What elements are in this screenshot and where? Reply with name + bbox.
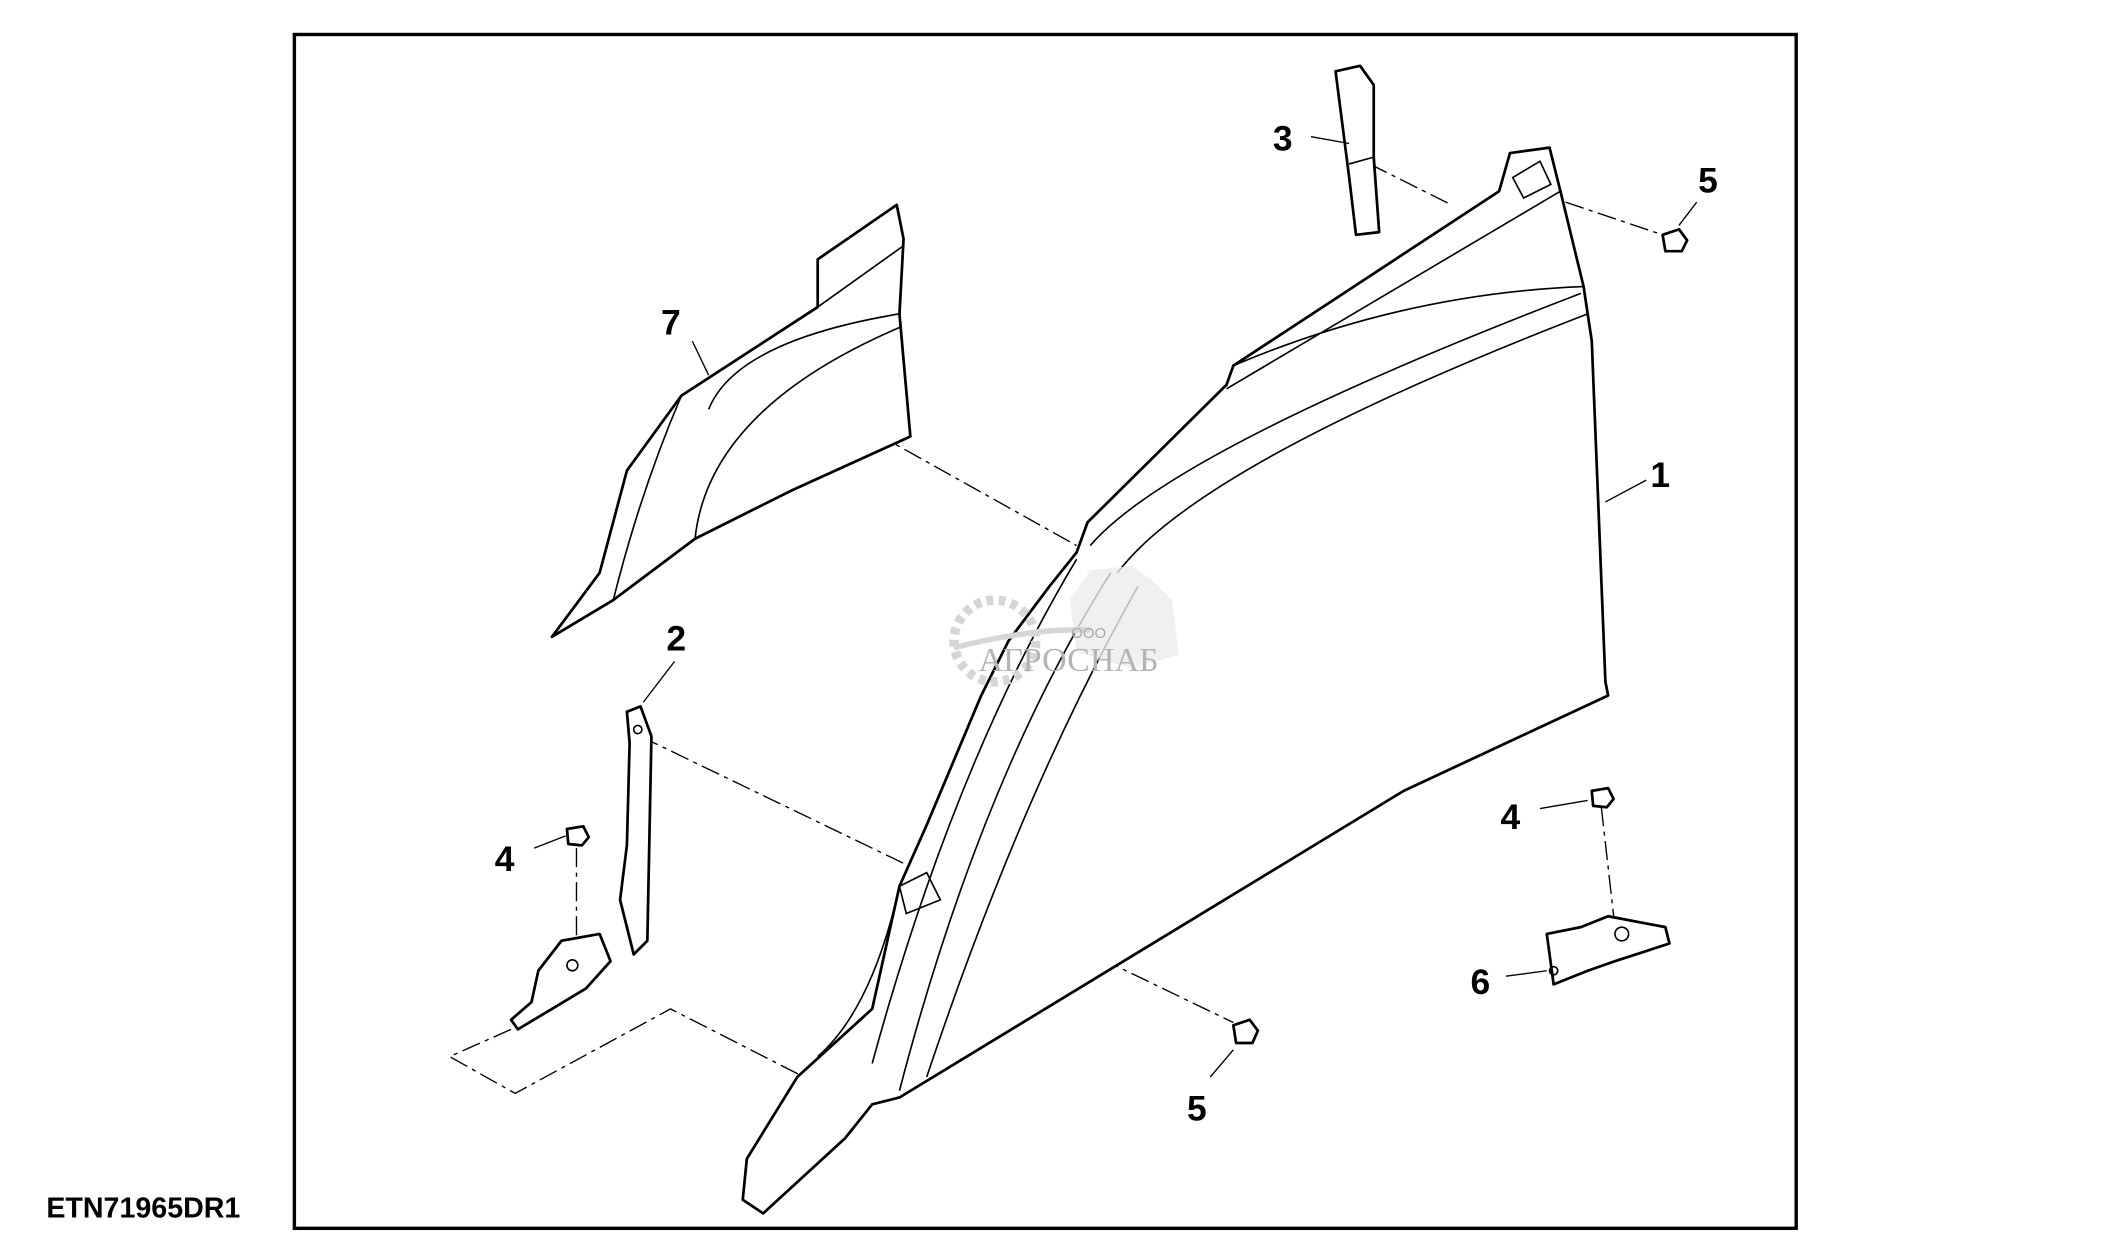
bolt-5-top [1661,228,1689,253]
figure-id: ETN71965DR1 [46,1192,240,1224]
part-2-bracket [618,704,653,956]
callout-4-left: 4 [495,839,515,879]
nut-4-left [565,824,591,847]
diagram-frame [292,32,1798,1231]
callout-3: 3 [1273,118,1293,158]
bolt-5-bottom [1231,1018,1260,1045]
callout-6: 6 [1470,962,1490,1002]
callout-7: 7 [661,302,681,342]
leader-lines [533,136,1698,1078]
callout-1: 1 [1650,455,1670,495]
part-7-front-trim [550,203,912,639]
watermark-prefix: ООО [1071,625,1106,642]
callout-2: 2 [666,618,686,658]
nut-4-right [1590,786,1615,809]
left-hinge-bracket [509,932,612,1031]
part-3-strip [1334,64,1381,237]
callout-5-bottom: 5 [1187,1089,1207,1129]
watermark-name: АГРОСНАБ [979,642,1159,679]
part-6-hinge [1545,914,1671,986]
callout-5-top: 5 [1698,161,1718,201]
callout-4-right: 4 [1500,797,1520,837]
watermark-logo: ООО АГРОСНАБ [949,565,1179,687]
